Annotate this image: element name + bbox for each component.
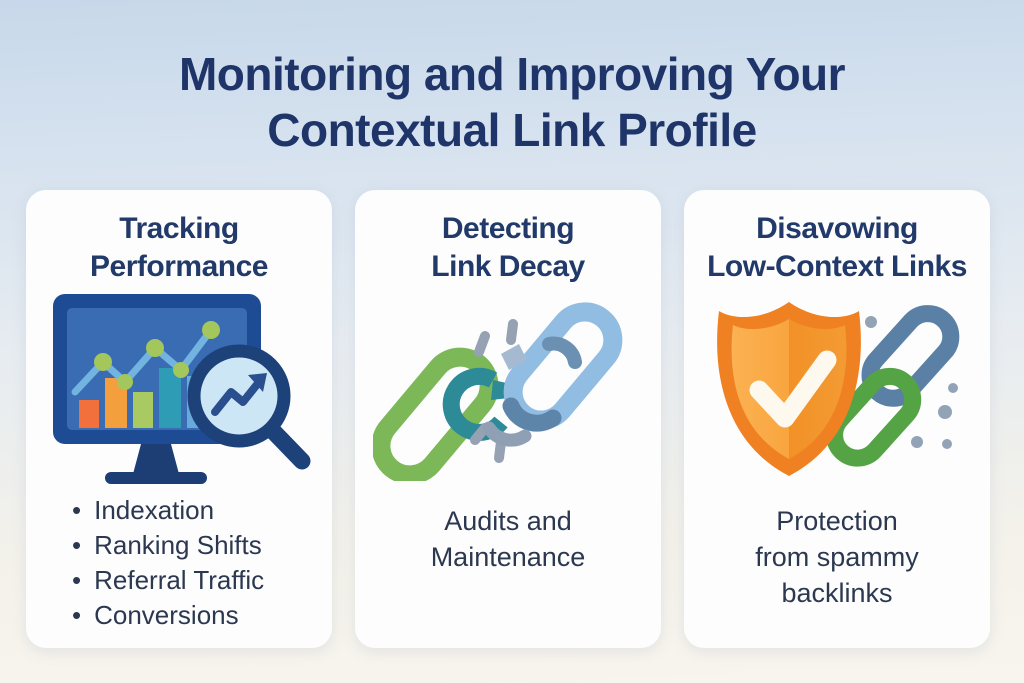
cards-row: Tracking Performance [26,190,990,648]
card-title: Detecting Link Decay [431,210,585,286]
card-title-line-2: Link Decay [431,250,585,283]
caption-line: from spammy [755,542,919,572]
caption-line: Protection [776,506,898,536]
caption-line: Audits and [444,506,572,536]
list-item: Conversions [72,598,332,633]
card-disavowing-low-context-links: Disavowing Low-Context Links [684,190,990,648]
caption-line: Maintenance [430,542,586,572]
card-caption: Protection from spammy backlinks [755,503,919,611]
card-title-line-2: Performance [90,250,268,283]
page-title-line-1: Monitoring and Improving Your [178,48,846,100]
list-item: Indexation [72,493,332,528]
caption-line: backlinks [781,578,893,608]
page-title-line-2: Contextual Link Profile [267,104,757,156]
card-title-line-1: Disavowing [756,212,918,245]
card-caption: Audits and Maintenance [431,503,586,575]
broken-chain-icon [355,286,661,491]
card-title-line-2: Low-Context Links [707,250,967,283]
list-item: Referral Traffic [72,563,332,598]
analytics-monitor-magnifier-icon [26,286,332,491]
card-tracking-performance: Tracking Performance [26,190,332,648]
page-title: Monitoring and Improving Your Contextual… [0,46,1024,158]
card-title: Disavowing Low-Context Links [707,210,967,286]
list-item: Ranking Shifts [72,528,332,563]
tracking-metrics-list: Indexation Ranking Shifts Referral Traff… [26,493,332,633]
card-title-line-1: Tracking [119,212,239,245]
card-title: Tracking Performance [90,210,268,286]
card-title-line-1: Detecting [441,212,575,245]
shield-checkmark-chain-icon [684,286,990,491]
card-detecting-link-decay: Detecting Link Decay [355,190,661,648]
